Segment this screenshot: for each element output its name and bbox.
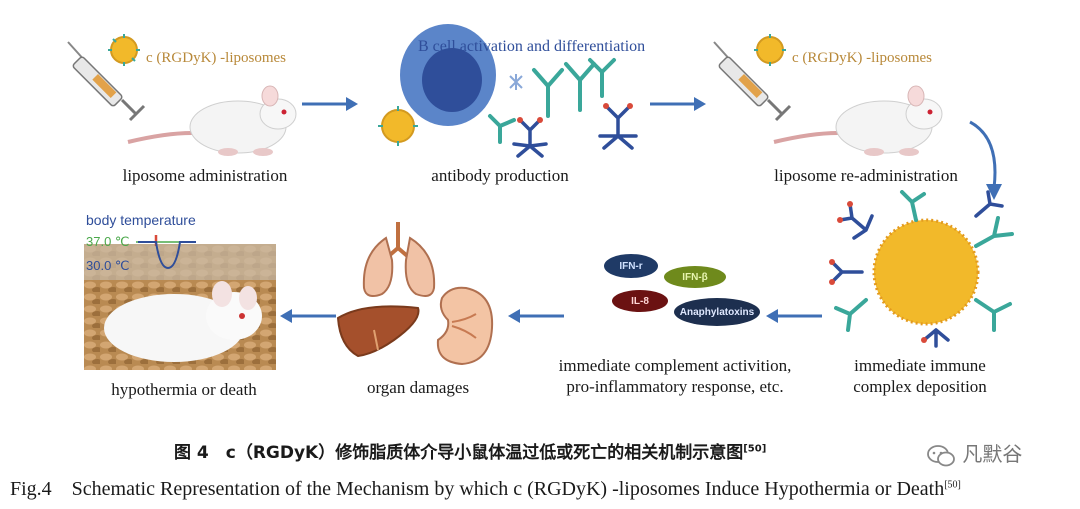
syringe-icon [713, 41, 792, 122]
figure-caption-en-text: Fig.4 Schematic Representation of the Me… [10, 478, 945, 500]
liver-icon [336, 305, 420, 358]
figure-caption-zh-ref: [50] [743, 443, 767, 455]
step-label-liposome-administration: liposome administration [122, 166, 288, 185]
step-label-complement-line2: pro-inflammatory response, etc. [566, 377, 784, 396]
cytokine-ifn-r: IFN-r [604, 254, 658, 278]
immune-complex-icon [829, 190, 1014, 348]
step-label-complement-line1: immediate complement activition, [558, 356, 792, 375]
arrow-right-1 [302, 97, 358, 111]
temperature-title: body temperature [86, 212, 196, 228]
step-label-immune-complex-line2: complex deposition [853, 377, 987, 396]
lungs-icon [362, 222, 436, 297]
cytokine-il-8: IL-8 [612, 290, 668, 312]
temperature-curve [136, 235, 196, 270]
kidney-icon [436, 286, 494, 366]
step-label-immune-complex-line1: immediate immune [854, 356, 986, 375]
arrow-left-2 [508, 309, 564, 323]
mouse-photo-icon [84, 244, 276, 370]
arrow-left-1 [280, 309, 336, 323]
antibody-icon [488, 58, 638, 158]
step-label-antibody-production: antibody production [431, 166, 569, 185]
figure-caption-en-ref: [50] [944, 479, 961, 491]
temperature-low-label: 30.0 ℃ [86, 258, 130, 273]
mouse-icon [773, 85, 943, 156]
watermark-text: 凡默谷 [962, 442, 1023, 466]
mouse-icon [127, 85, 297, 156]
liposome-label-1: c (RGDyK) -liposomes [146, 50, 286, 66]
liposome-icon [754, 34, 786, 66]
step-label-liposome-re-administration: liposome re-administration [774, 166, 958, 185]
arrow-curve-down [969, 120, 1002, 200]
arrow-left-3 [766, 309, 822, 323]
step-label-hypothermia: hypothermia or death [111, 380, 257, 399]
syringe-icon [67, 41, 146, 122]
watermark: 凡默谷 [926, 438, 1022, 468]
cytokine-anaphylatoxins: Anaphylatoxins [674, 298, 760, 326]
cytokine-ifn-b: IFN-β [664, 266, 726, 288]
liposome-label-2: c (RGDyK) -liposomes [792, 50, 932, 66]
temperature-high-label: 37.0 ℃ [86, 234, 130, 249]
figure-caption-zh-text: 图 4 c（RGDyK）修饰脂质体介导小鼠体温过低或死亡的相关机制示意图 [174, 443, 744, 463]
step-label-organ-damages: organ damages [366, 378, 470, 397]
figure-caption-en: Fig.4 Schematic Representation of the Me… [10, 472, 961, 501]
arrow-right-2 [650, 97, 706, 111]
wechat-icon [927, 444, 955, 466]
figure-caption-zh: 图 4 c（RGDyK）修饰脂质体介导小鼠体温过低或死亡的相关机制示意图[50] [174, 438, 766, 463]
b-cell-label: B cell activation and differentiation [418, 38, 646, 55]
b-cell-icon [400, 24, 496, 126]
liposome-icon [378, 106, 418, 146]
liposome-icon [108, 34, 140, 66]
